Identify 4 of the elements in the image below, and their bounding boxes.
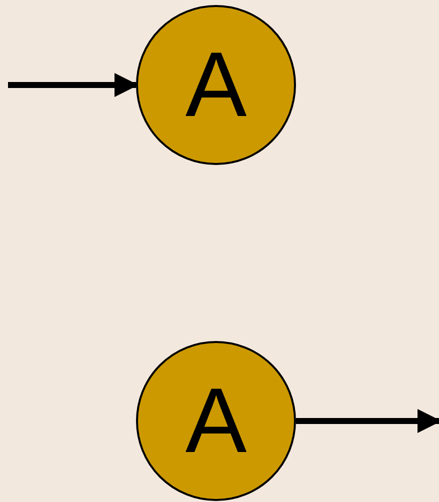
arrow (296, 409, 439, 433)
arrow (8, 73, 138, 97)
node-label: A (185, 39, 247, 131)
node-label: A (185, 375, 247, 467)
